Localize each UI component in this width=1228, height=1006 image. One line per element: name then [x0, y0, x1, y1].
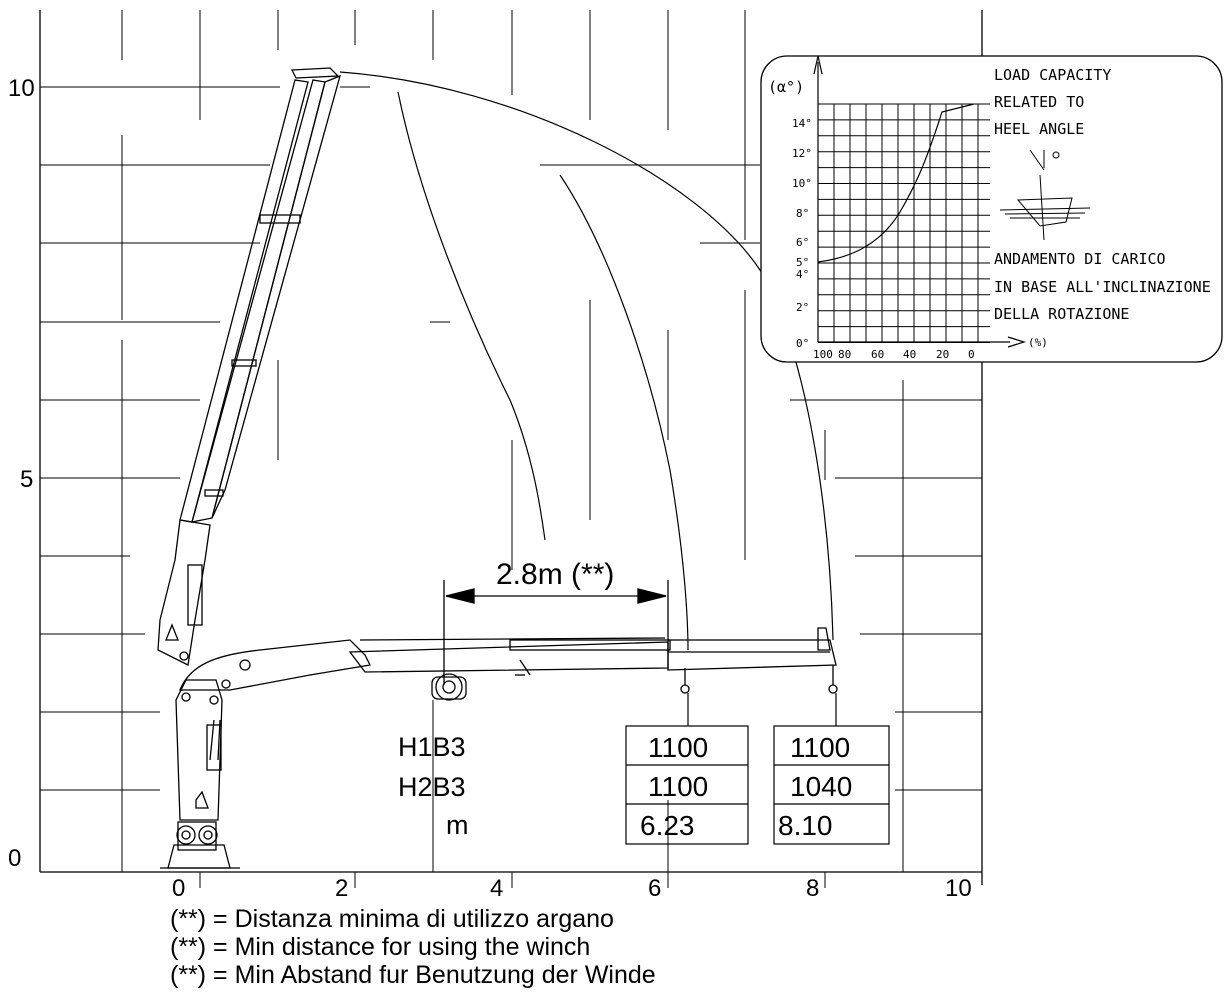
inset-y-tick: 10°	[792, 177, 812, 190]
min-distance-label: 2.8m (**)	[496, 558, 614, 591]
inset-y-tick: 14°	[792, 117, 812, 130]
x-tick-label: 8	[806, 875, 819, 902]
min-distance-dimension	[443, 580, 669, 685]
inset-frame	[760, 55, 1223, 363]
y-tick-label: 10	[8, 75, 35, 102]
table-cell: 1100	[648, 732, 708, 763]
row-label-h2b3: H2B3	[398, 772, 466, 802]
load-table: H1B3 H2B3 m 1100 1100 6.23 1100 1040 8.1…	[398, 693, 890, 845]
inset-y-tick: 4°	[796, 268, 809, 281]
inset-title-en-3: HEEL ANGLE	[994, 120, 1084, 138]
crane-column	[175, 679, 223, 821]
x-tick-label: 2	[335, 875, 348, 902]
inset-y-tick: 6°	[796, 236, 809, 249]
inset-x-tick: 100	[813, 348, 833, 361]
heel-angle-boat-icon	[999, 149, 1091, 241]
table-cell: 1040	[790, 771, 852, 802]
inset-y-ticks: 0° 2° 4° 5° 6° 8° 10° 12° 14°	[792, 117, 812, 350]
winch-drum	[435, 673, 463, 701]
inset-title-en-1: LOAD CAPACITY	[994, 66, 1111, 84]
crane-telescopic-boom	[179, 79, 309, 523]
x-axis-ticks	[199, 872, 826, 888]
x-tick-label: 0	[172, 875, 185, 902]
middle-envelope-curve	[559, 174, 689, 651]
y-tick-label: 0	[8, 845, 21, 872]
y-tick-label: 5	[20, 466, 33, 493]
inset-x-tick: 40	[903, 348, 916, 361]
inset-x-tick: 80	[838, 348, 851, 361]
table-cell: 6.23	[640, 810, 695, 841]
x-tick-label: 4	[490, 875, 503, 902]
crane-drawing	[157, 67, 838, 869]
inset-title-en-2: RELATED TO	[994, 93, 1084, 111]
heel-angle-curve	[817, 103, 975, 263]
inset-y-tick: 5°	[796, 256, 809, 269]
inset-title-it-3: DELLA ROTAZIONE	[994, 305, 1129, 323]
inset-y-tick: 12°	[792, 147, 812, 160]
footnote-it: (**) = Distanza minima di utilizzo argan…	[170, 905, 614, 933]
inset-x-tick: 60	[871, 348, 884, 361]
inset-x-tick: 0	[968, 348, 975, 361]
inset-title-it-1: ANDAMENTO DI CARICO	[994, 250, 1166, 268]
footnote-de: (**) = Min Abstand fur Benutzung der Win…	[170, 961, 656, 989]
inset-x-axis-label: (%)	[1028, 336, 1048, 349]
inset-title-it-2: IN BASE ALL'INCLINAZIONE	[994, 278, 1211, 296]
row-label-h1b3: H1B3	[398, 732, 466, 762]
hook-a	[680, 684, 690, 694]
inset-y-tick: 8°	[796, 207, 809, 220]
inner-envelope-curve	[397, 91, 546, 541]
inset-y-axis-label: (α°)	[768, 78, 804, 96]
inset-x-tick: 20	[936, 348, 949, 361]
outer-envelope-curve	[339, 71, 834, 641]
x-axis-labels: 0 2 4 6 8 10	[172, 875, 972, 902]
reach-envelope	[339, 71, 834, 651]
x-tick-label: 6	[648, 875, 661, 902]
crane-main-boom	[179, 639, 371, 691]
inset-y-tick: 2°	[796, 301, 809, 314]
table-cell: 8.10	[778, 810, 833, 841]
crane-second-boom	[157, 519, 211, 666]
inset-x-ticks: 100 80 60 40 20 0 (%)	[813, 336, 1048, 361]
heel-angle-inset: (α°) 0° 2° 4° 5° 6° 8° 10° 12° 14° 100 8…	[760, 55, 1223, 363]
table-cell: 1100	[648, 771, 708, 802]
inset-y-tick: 0°	[796, 337, 809, 350]
grid	[40, 10, 982, 872]
footnote-en: (**) = Min distance for using the winch	[170, 933, 591, 961]
x-tick-label: 10	[945, 875, 972, 902]
hook-b	[828, 684, 838, 694]
row-label-m: m	[446, 810, 469, 840]
y-axis-labels: 0 5 10	[8, 75, 35, 872]
inset-grid	[817, 103, 990, 343]
table-cell: 1100	[790, 732, 850, 763]
crane-base	[167, 844, 231, 869]
